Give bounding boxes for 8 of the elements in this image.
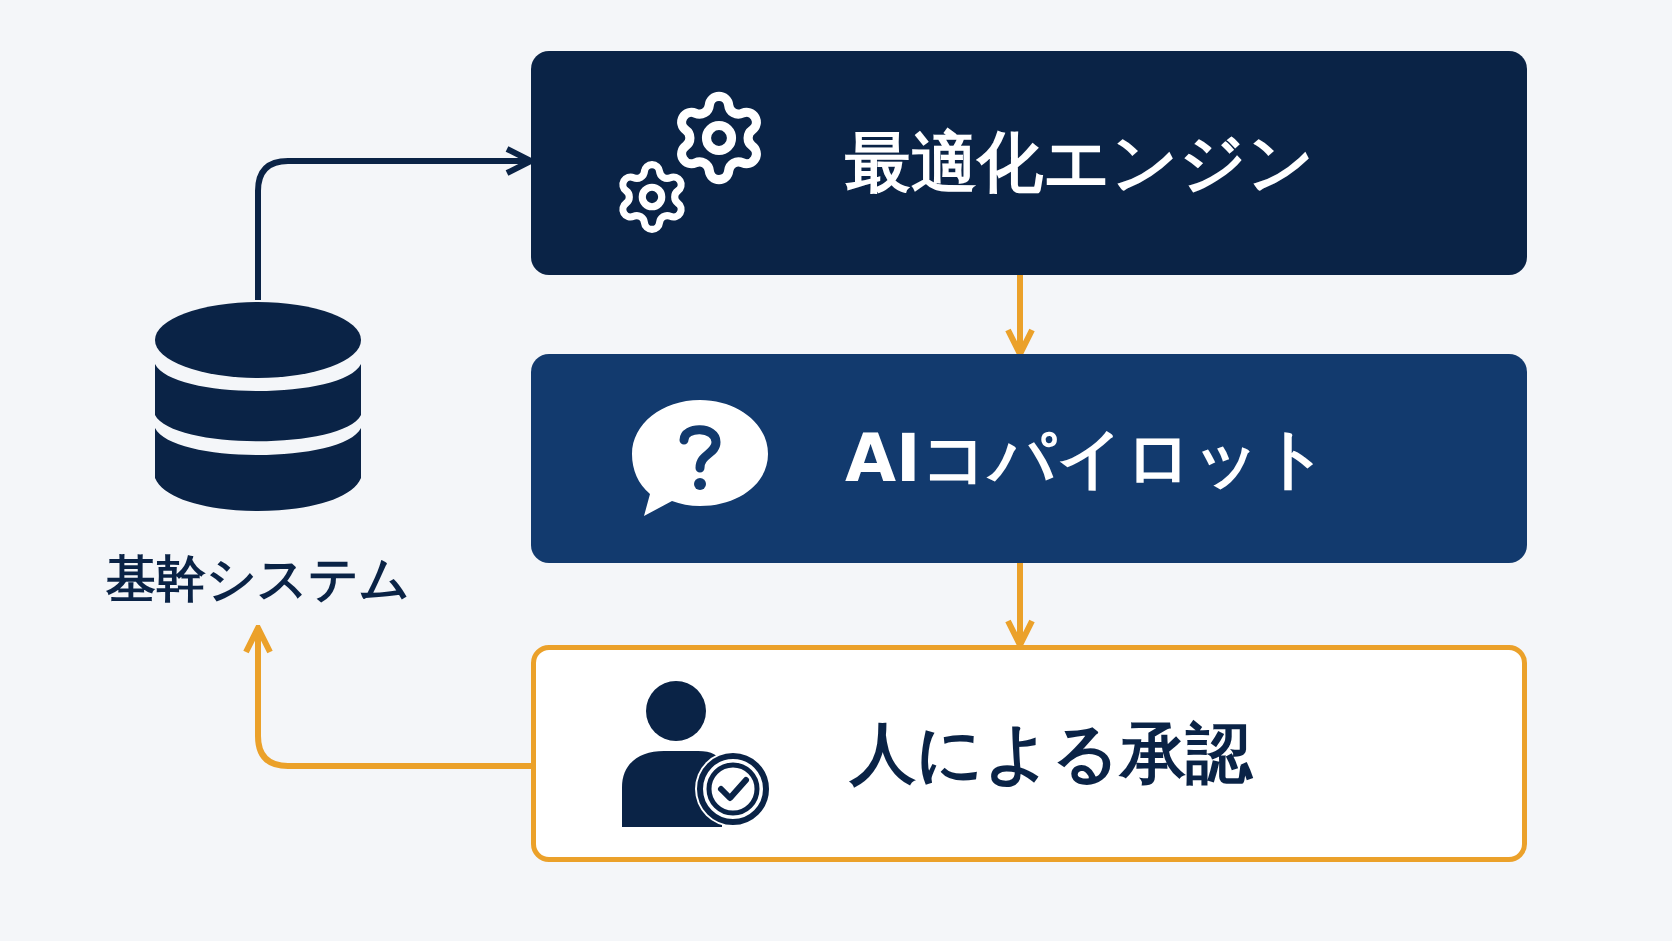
process-box: [531, 645, 1527, 862]
process-box: [531, 354, 1527, 563]
arrow: [1005, 275, 1035, 357]
node-label: 基幹システム: [106, 554, 410, 604]
box-title: AIコパイロット: [845, 425, 1329, 492]
arrow: [243, 625, 531, 769]
process-box: [531, 51, 1527, 275]
box-title: 人による承認: [850, 720, 1252, 787]
